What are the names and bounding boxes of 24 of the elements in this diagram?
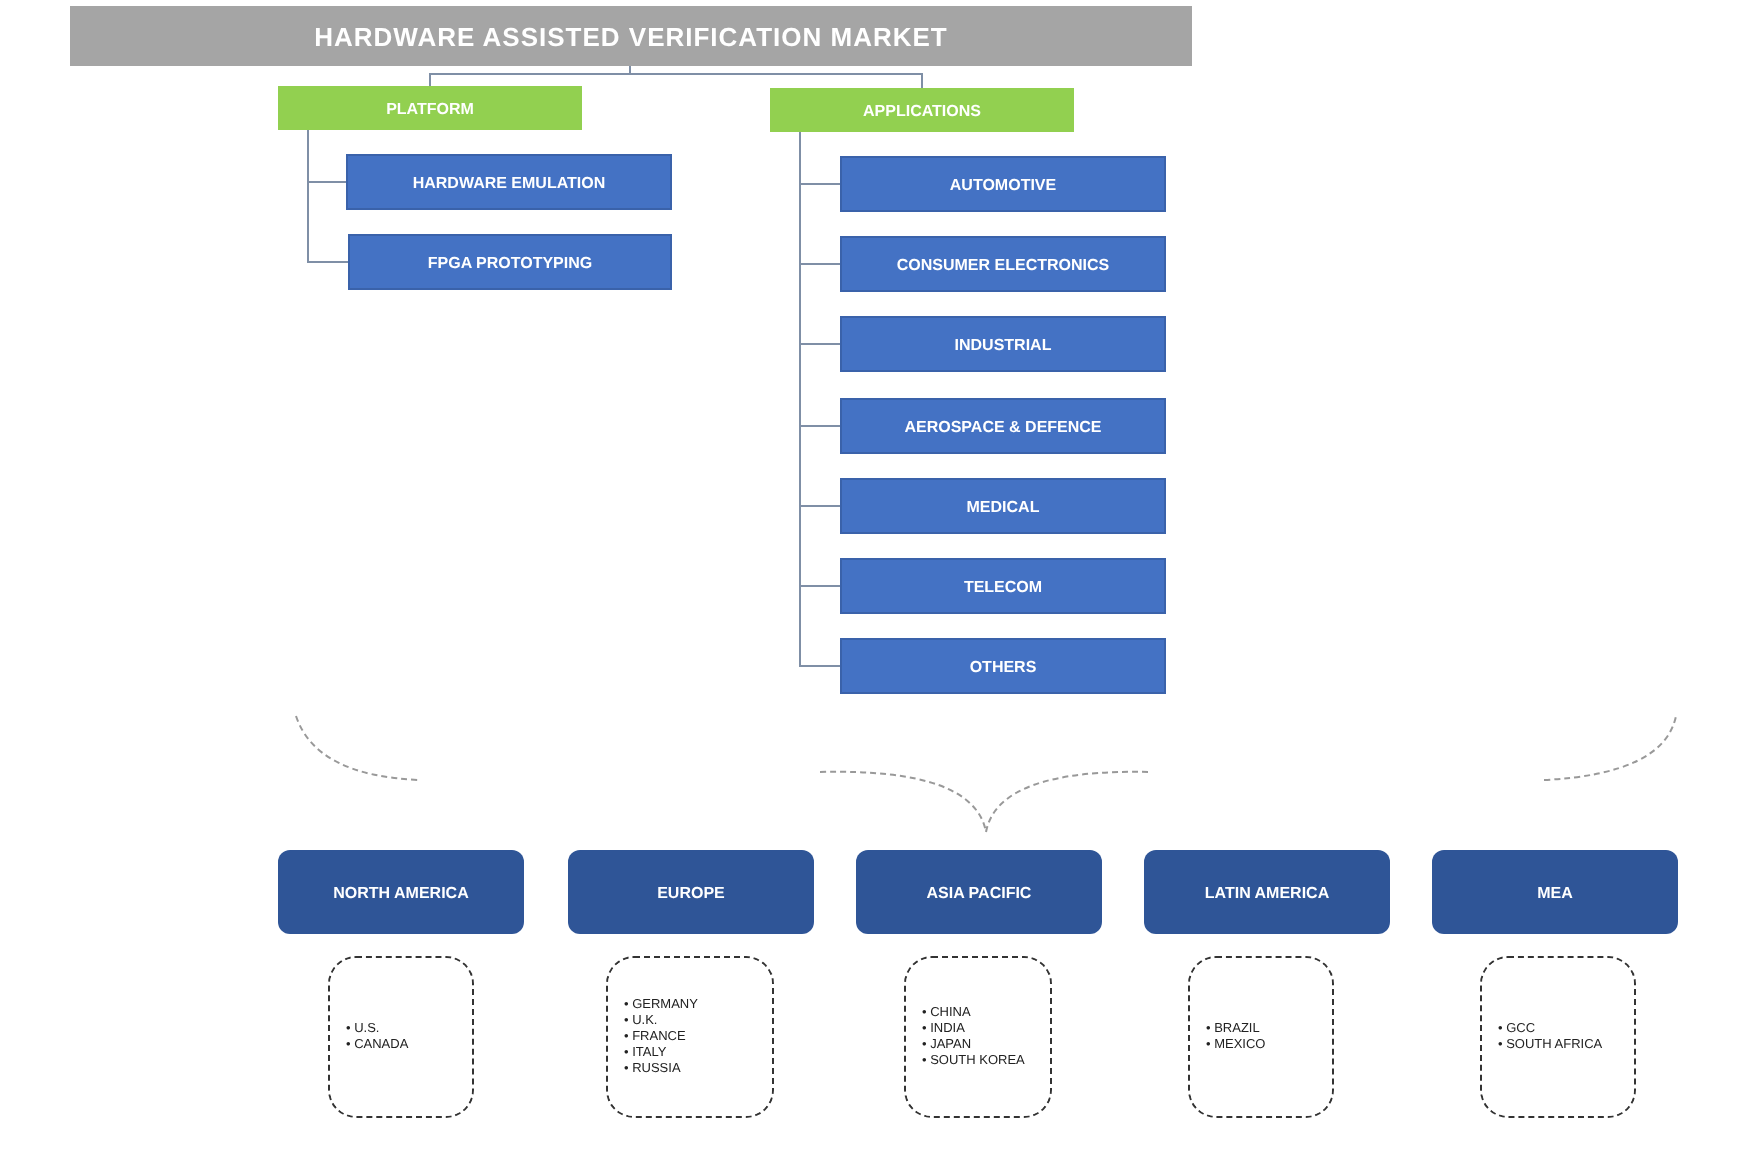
category-box: PLATFORM <box>278 86 582 130</box>
country-list-box <box>606 956 774 1118</box>
segment-box: OTHERS <box>840 638 1166 694</box>
title-banner: HARDWARE ASSISTED VERIFICATION MARKET <box>70 6 1192 66</box>
segment-box: FPGA PROTOTYPING <box>348 234 672 290</box>
segment-box: CONSUMER ELECTRONICS <box>840 236 1166 292</box>
region-box: LATIN AMERICA <box>1144 850 1390 934</box>
region-box: NORTH AMERICA <box>278 850 524 934</box>
country-list-box <box>904 956 1052 1118</box>
region-box: EUROPE <box>568 850 814 934</box>
segment-box: TELECOM <box>840 558 1166 614</box>
region-box: ASIA PACIFIC <box>856 850 1102 934</box>
region-box: MEA <box>1432 850 1678 934</box>
segment-box: INDUSTRIAL <box>840 316 1166 372</box>
category-box: APPLICATIONS <box>770 88 1074 132</box>
segment-box: HARDWARE EMULATION <box>346 154 672 210</box>
connector-line <box>307 129 349 263</box>
segment-box: AUTOMOTIVE <box>840 156 1166 212</box>
country-list-box <box>328 956 474 1118</box>
segment-box: AEROSPACE & DEFENCE <box>840 398 1166 454</box>
country-list-box <box>1188 956 1334 1118</box>
segment-box: MEDICAL <box>840 478 1166 534</box>
country-list-box <box>1480 956 1636 1118</box>
connector-line <box>629 65 923 89</box>
